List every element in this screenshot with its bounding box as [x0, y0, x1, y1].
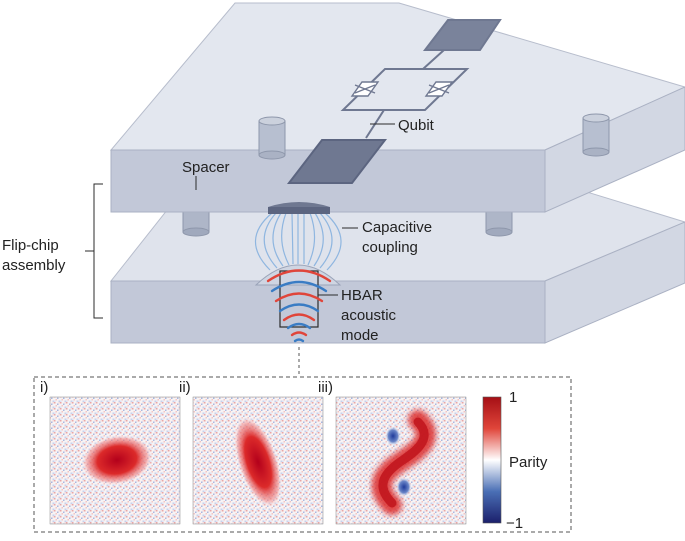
hbar-region: [254, 264, 342, 343]
label-qubit: Qubit: [398, 117, 435, 134]
panel-ii: ii): [179, 379, 324, 525]
panel-iii-label: iii): [318, 379, 333, 396]
label-hbar-line1: HBAR: [341, 287, 383, 304]
junction-left: [350, 81, 380, 97]
label-spacer: Spacer: [182, 159, 230, 176]
colorbar-min-label: −1: [506, 515, 523, 532]
label-flipchip-line2: assembly: [2, 257, 66, 274]
lower-chip-side: [544, 221, 685, 344]
colorbar-bar: [482, 396, 502, 524]
pillar-left-top: [258, 116, 286, 160]
label-flipchip-line1: Flip-chip: [2, 237, 59, 254]
panel-ii-label: ii): [179, 379, 191, 396]
upper-chip: [109, 2, 685, 213]
label-flipchip-group: Flip-chip assembly: [2, 183, 103, 319]
panel-iii-s-core: [378, 417, 429, 508]
label-hbar-line2: acoustic: [341, 307, 397, 324]
label-qubit-group: Qubit: [370, 117, 435, 134]
label-spacer-group: Spacer: [182, 159, 230, 190]
panel-i-state: [81, 434, 153, 486]
colorbar-title: Parity: [509, 454, 548, 471]
label-coupling-line2: coupling: [362, 239, 418, 256]
panel-iii-negative-lobe-top: [385, 426, 401, 446]
panel-iii: iii): [318, 379, 467, 525]
acoustic-waves: [266, 269, 332, 343]
pillar-right-top: [582, 113, 610, 157]
label-hbar-line3: mode: [341, 327, 379, 344]
panels-frame: [33, 376, 572, 533]
lower-chip-front: [110, 280, 546, 344]
panel-i-label: i): [40, 379, 48, 396]
colorbar-max-label: 1: [509, 389, 517, 406]
upper-chip-side: [544, 86, 685, 213]
label-coupling-line1: Capacitive: [362, 219, 432, 236]
label-hbar-group: HBAR acoustic mode: [318, 287, 397, 344]
panel-iii-negative-lobe-bottom: [396, 477, 412, 497]
junction-right: [424, 81, 454, 97]
label-coupling-group: Capacitive coupling: [342, 219, 432, 256]
qubit-coupler-pad: [286, 139, 388, 184]
panel-ii-state: [233, 415, 283, 509]
panel-i: i): [40, 379, 181, 525]
capacitive-pad: [268, 202, 330, 214]
colorbar: 1 Parity −1: [482, 389, 548, 532]
field-lines: [254, 212, 342, 271]
qubit-antenna-pad: [422, 19, 502, 51]
